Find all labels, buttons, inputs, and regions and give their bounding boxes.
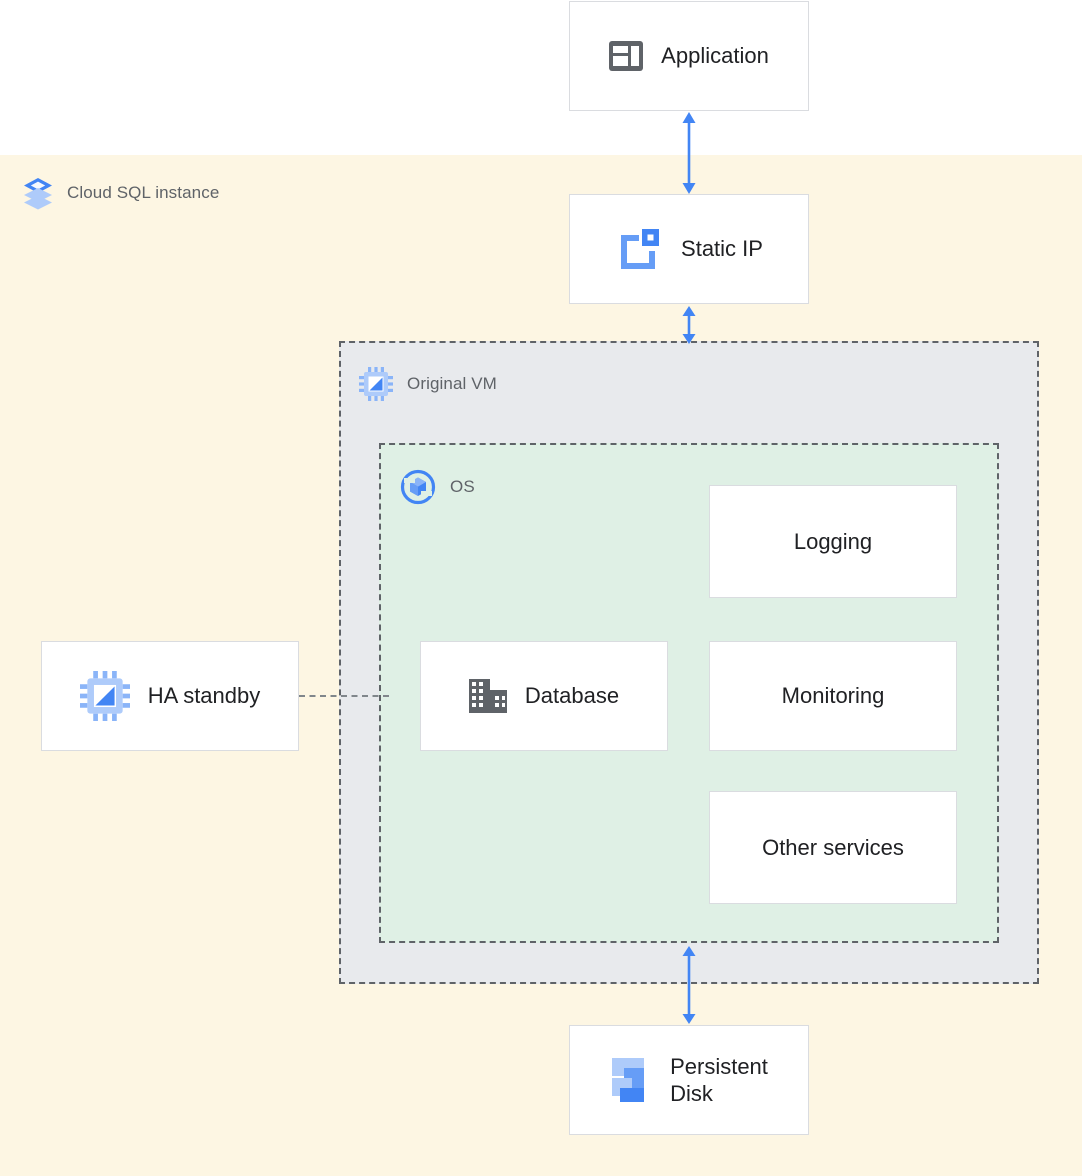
static-ip-icon bbox=[615, 225, 663, 273]
os-label: OS bbox=[400, 469, 475, 505]
node-persistent-disk[interactable]: Persistent Disk bbox=[569, 1025, 809, 1135]
node-ha-standby[interactable]: HA standby bbox=[41, 641, 299, 751]
node-monitoring[interactable]: Monitoring bbox=[709, 641, 957, 751]
node-monitoring-label: Monitoring bbox=[781, 683, 885, 709]
node-application-label: Application bbox=[661, 43, 769, 69]
node-logging[interactable]: Logging bbox=[709, 485, 957, 598]
original-vm-label-text: Original VM bbox=[407, 374, 497, 393]
cloud-sql-icon bbox=[22, 176, 54, 210]
node-static-ip[interactable]: Static IP bbox=[569, 194, 809, 304]
cpu-chip-icon bbox=[79, 671, 130, 721]
os-label-text: OS bbox=[450, 477, 475, 496]
node-database[interactable]: Database bbox=[420, 641, 668, 751]
database-building-icon bbox=[468, 679, 507, 713]
arrow-static-ip-to-original-vm bbox=[682, 306, 696, 344]
node-logging-label: Logging bbox=[793, 528, 873, 554]
node-ha-standby-label: HA standby bbox=[147, 683, 261, 709]
node-database-label: Database bbox=[524, 683, 620, 709]
os-cube-icon bbox=[400, 469, 436, 505]
original-vm-label: Original VM bbox=[359, 367, 497, 401]
connector-ha-standby-to-os bbox=[299, 695, 389, 697]
application-window-icon bbox=[609, 41, 644, 71]
cpu-chip-icon bbox=[359, 367, 393, 401]
node-application[interactable]: Application bbox=[569, 1, 809, 111]
node-other-services-label: Other services bbox=[762, 834, 904, 860]
cloud-sql-instance-label-text: Cloud SQL instance bbox=[67, 183, 220, 202]
cloud-sql-instance-label: Cloud SQL instance bbox=[22, 176, 219, 210]
persistent-disk-icon bbox=[610, 1056, 650, 1104]
node-static-ip-label: Static IP bbox=[681, 236, 763, 262]
node-other-services[interactable]: Other services bbox=[709, 791, 957, 904]
arrow-application-to-static-ip bbox=[682, 112, 696, 194]
node-persistent-disk-label: Persistent Disk bbox=[670, 1053, 768, 1107]
arrow-original-vm-to-persistent-disk bbox=[682, 946, 696, 1024]
